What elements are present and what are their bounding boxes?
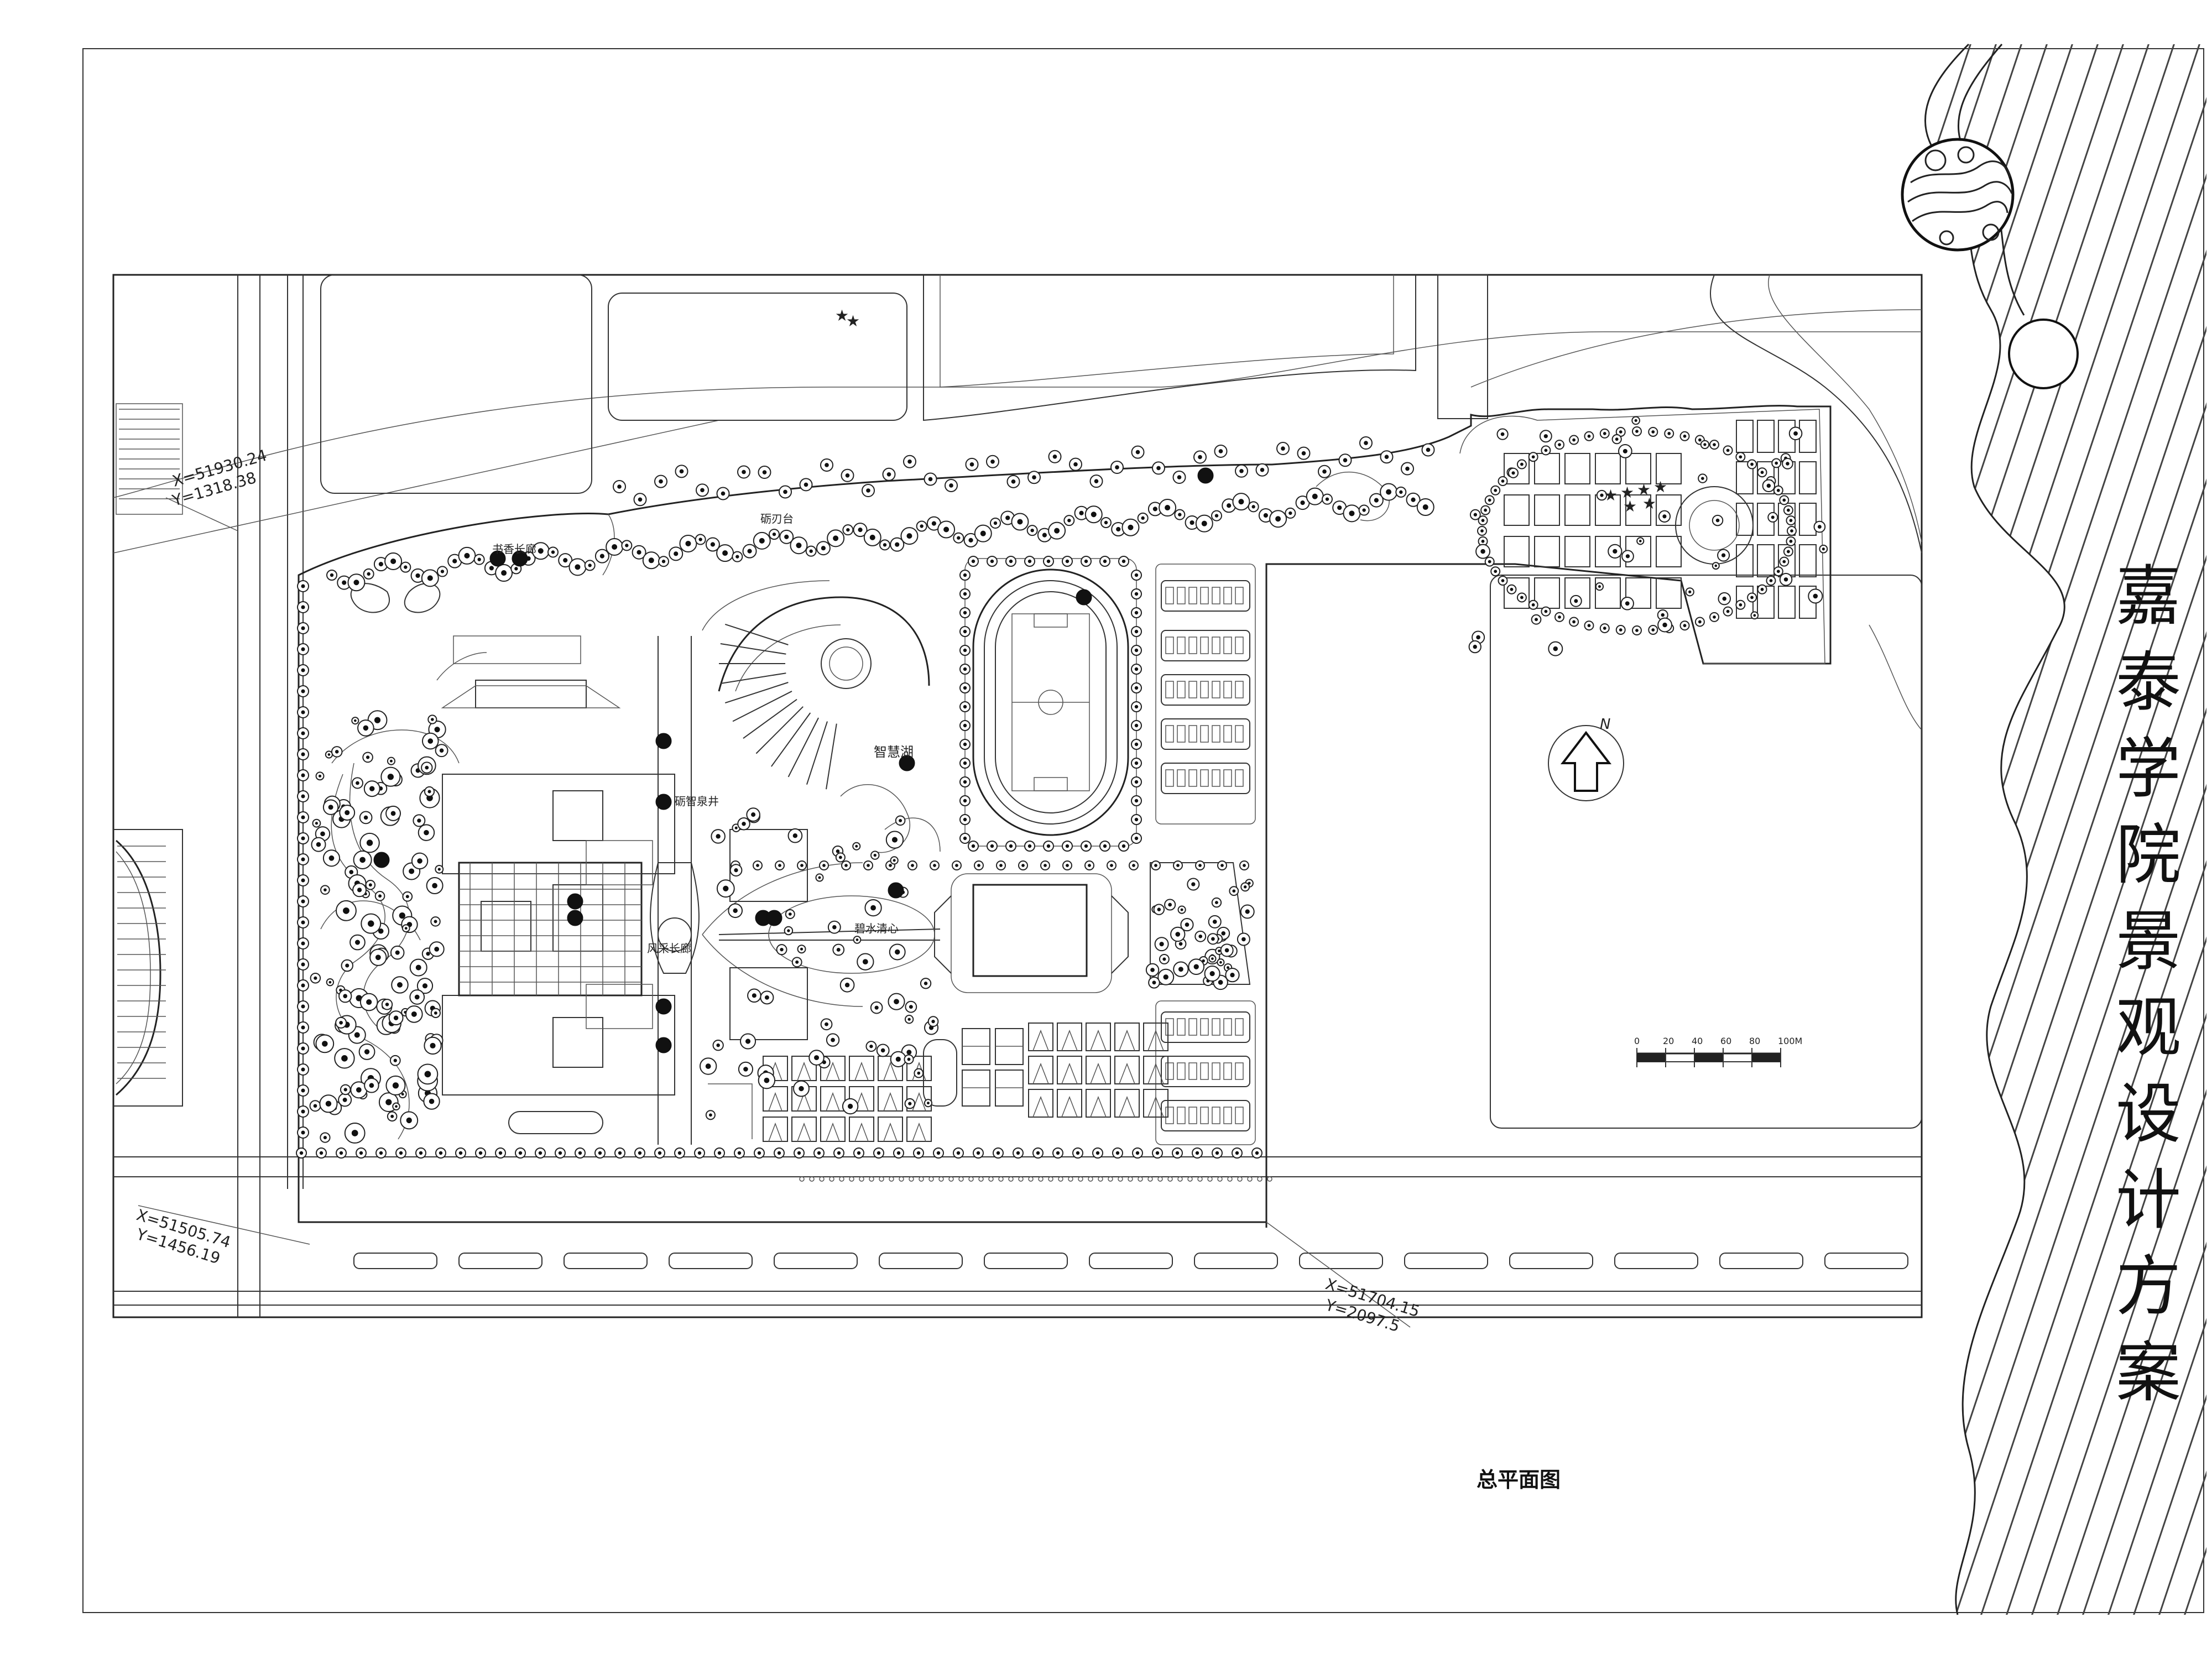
project-title: 嘉泰学院景观设计方案: [2101, 553, 2195, 1416]
gymnasium: [934, 873, 1129, 993]
svg-text:★: ★: [1653, 478, 1667, 496]
north-arrow: N: [1548, 716, 1624, 801]
label-shuxiang-corridor: 书香长廊: [492, 542, 536, 556]
scale-tick-label: 100M: [1778, 1036, 1802, 1046]
label-liren-terrace: 砺刃台: [760, 512, 794, 525]
roads: [113, 274, 1922, 1317]
title-char: 设: [2115, 1076, 2181, 1152]
title-char: 泰: [2115, 644, 2181, 721]
label-zhihui-lake: 智慧湖: [874, 744, 914, 760]
dormitory-blocks: [1150, 564, 1256, 1145]
trees: [296, 416, 1828, 1159]
coordinate-nw: X=51930.24 Y=1318.38: [165, 446, 269, 531]
svg-text:★: ★: [1620, 483, 1634, 502]
teaching-complex: [320, 635, 675, 1095]
svg-text:★: ★: [1637, 481, 1651, 499]
scale-tick-label: 0: [1634, 1036, 1640, 1046]
scale-bar: 0 20 40 60 80 100M: [1634, 1036, 1802, 1067]
central-axis: [650, 636, 941, 1145]
scale-tick-label: 80: [1749, 1036, 1760, 1046]
title-char: 方: [2115, 1248, 2181, 1324]
scale-tick-label: 40: [1692, 1036, 1703, 1046]
north-label: N: [1600, 716, 1610, 733]
label-fengcai-corridor: 风采长廊: [647, 942, 691, 955]
title-char: 案: [2115, 1334, 2181, 1411]
page-frame: [82, 48, 2204, 1613]
star-markers: ★★★★★★★★: [835, 306, 1667, 515]
svg-text:★: ★: [846, 312, 860, 330]
feature-trees: [373, 467, 1214, 1053]
title-char: 景: [2115, 903, 2181, 979]
sports-courts: [763, 1022, 1168, 1142]
ne-residential-cluster: [1459, 409, 1825, 664]
label-bishui-qingxin: 碧水清心: [854, 922, 899, 935]
plan-caption: 总平面图: [1477, 1468, 1561, 1492]
title-char: 院: [2115, 817, 2181, 893]
svg-text:★: ★: [1642, 494, 1656, 513]
hatched-border-band: [1924, 43, 2206, 1615]
title-char: 观: [2115, 989, 2181, 1066]
svg-text:★: ★: [1604, 486, 1618, 504]
library-plaza: [702, 580, 930, 790]
scale-tick-label: 20: [1663, 1036, 1674, 1046]
label-lizhi-well: 砺智泉井: [675, 795, 719, 808]
title-char: 学: [2115, 731, 2181, 807]
title-char: 嘉: [2115, 558, 2181, 634]
coordinate-se: X=51704.15 Y=2097.5: [1266, 1222, 1422, 1335]
school-logo: [1901, 138, 2079, 389]
svg-text:★: ★: [1623, 497, 1637, 515]
svg-text:★: ★: [835, 306, 849, 325]
title-char: 计: [2115, 1162, 2181, 1238]
scale-tick-label: 60: [1720, 1036, 1731, 1046]
coordinate-sw: X=51505.74 Y=1456.19: [134, 1205, 310, 1267]
running-track: [964, 558, 1137, 847]
